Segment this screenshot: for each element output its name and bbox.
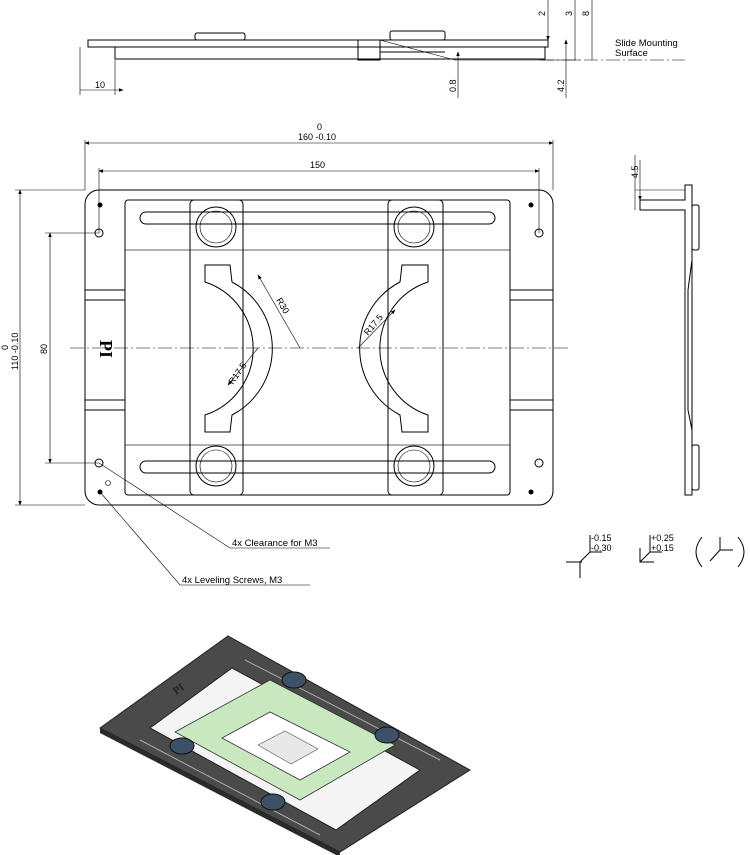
callout-clearance: 4x Clearance for M3 xyxy=(232,538,318,549)
tolerance-symbol-1: -0.15 -0.30 xyxy=(566,533,612,578)
dim-4-2: 4.2 xyxy=(556,79,566,92)
dim-height: 110 -0.10 xyxy=(10,333,20,370)
dim-10: 10 xyxy=(95,80,105,90)
dim-0-8: 0.8 xyxy=(448,79,458,92)
side-view-top: 2 3 8 4.2 0.8 Slide Mounting Surface 10 xyxy=(79,0,685,98)
tolerance-symbol-2: +0.25 +0.15 xyxy=(639,533,674,563)
dim-2: 2 xyxy=(537,11,547,16)
knobs xyxy=(195,206,435,487)
isometric-view: PI xyxy=(99,635,471,855)
tol1-upper: -0.15 xyxy=(591,533,612,543)
tol2-lower: +0.15 xyxy=(651,543,674,553)
side-view-right: 4.5 xyxy=(630,155,700,496)
dim-hole-spacing-y: 80 xyxy=(39,344,49,354)
tolerance-symbol-general xyxy=(695,536,745,568)
note-slide-mounting-1: Slide Mounting xyxy=(615,38,678,49)
mounting-holes xyxy=(94,202,544,495)
slide-clamp-left xyxy=(189,199,273,496)
base-plate xyxy=(84,189,554,506)
slide-clamp-right xyxy=(359,199,444,496)
dim-4-5: 4.5 xyxy=(630,165,640,178)
dim-hole-spacing-x: 150 xyxy=(310,160,325,170)
dim-width: 160 -0.10 xyxy=(298,132,336,142)
dim-height-tol: 0 xyxy=(0,345,10,350)
top-view: 0 160 -0.10 150 0 110 -0.10 80 xyxy=(0,122,570,586)
tolerance-symbols: -0.15 -0.30 +0.25 +0.15 xyxy=(566,533,745,578)
tol1-lower: -0.30 xyxy=(591,543,612,553)
dim-width-tol: 0 xyxy=(317,122,322,132)
radius-r17-5-left: R17.5 xyxy=(226,361,248,386)
radius-r30: R30 xyxy=(274,296,291,315)
pi-logo: PI xyxy=(96,340,116,358)
tol2-upper: +0.25 xyxy=(651,533,674,543)
note-slide-mounting-2: Surface xyxy=(615,48,648,59)
callout-leveling: 4x Leveling Screws, M3 xyxy=(182,575,282,586)
dim-3: 3 xyxy=(564,11,574,16)
knobs-3d xyxy=(169,671,400,811)
dim-8: 8 xyxy=(581,11,591,16)
